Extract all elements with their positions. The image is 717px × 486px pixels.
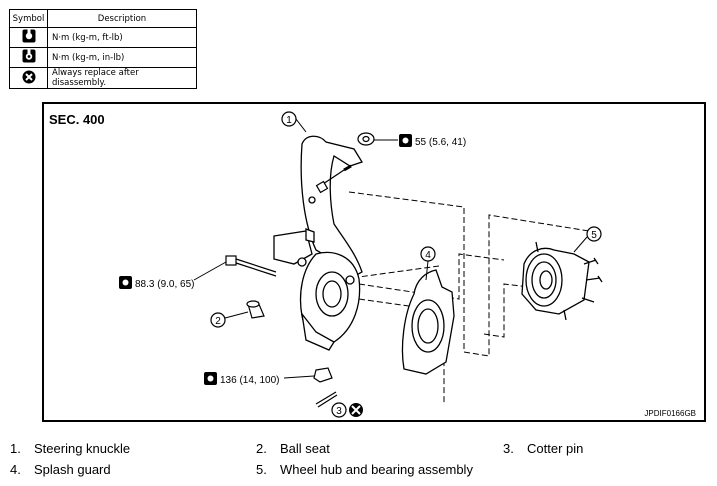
section-label: SEC. 400 <box>49 112 105 127</box>
symbol-legend-table: Symbol Description N·m (kg-m, ft-lb) N·m… <box>9 9 197 89</box>
wheel-hub-bearing <box>521 241 603 321</box>
torque-wrench-icon <box>22 29 35 43</box>
legend-row: N·m (kg-m, in-lb) <box>9 47 197 68</box>
legend-row-text: Always replace after disassembly. <box>47 67 197 89</box>
parts-list-item: 3.Cotter pin <box>503 441 584 456</box>
splash-guard <box>401 269 455 375</box>
svg-text:2: 2 <box>215 316 221 327</box>
parts-list-item: 1.Steering knuckle <box>10 441 131 456</box>
replace-x-icon <box>22 70 35 83</box>
svg-text:88.3 (9.0, 65): 88.3 (9.0, 65) <box>135 279 194 290</box>
upper-nut <box>357 132 375 146</box>
legend-header-description: Description <box>47 9 197 28</box>
callout-3: 3 <box>331 402 363 418</box>
svg-text:3: 3 <box>336 406 342 417</box>
torque-wrench-inlb-icon <box>22 49 35 63</box>
figure-code: JPDIF0166GB <box>644 409 696 418</box>
callout-4: 4 <box>420 246 436 281</box>
torque-label-knuckle-nut: 55 (5.6, 41) <box>374 134 466 148</box>
torque-label-ball-seat-bolt: 88.3 (9.0, 65) <box>119 261 227 290</box>
svg-text:5: 5 <box>591 230 597 241</box>
parts-list-item: 2.Ball seat <box>256 441 330 456</box>
legend-row-text: N·m (kg-m, ft-lb) <box>47 27 197 48</box>
exploded-diagram: SEC. 400 <box>42 102 706 422</box>
legend-row: N·m (kg-m, ft-lb) <box>9 27 197 48</box>
callout-5: 5 <box>573 226 602 253</box>
svg-text:136 (14, 100): 136 (14, 100) <box>220 375 280 386</box>
legend-header-symbol: Symbol <box>9 9 48 28</box>
steering-knuckle <box>273 135 363 351</box>
svg-text:55 (5.6, 41): 55 (5.6, 41) <box>415 137 466 148</box>
diagram-canvas: SEC. 400 <box>49 111 696 418</box>
callout-1: 1 <box>281 111 307 133</box>
torque-label-lower-nut: 136 (14, 100) <box>204 372 315 386</box>
ball-seat-bolt <box>225 255 277 277</box>
legend-row: Always replace after disassembly. <box>9 67 197 89</box>
legend-row-text: N·m (kg-m, in-lb) <box>47 47 197 68</box>
ball-seat <box>246 300 265 319</box>
svg-text:1: 1 <box>286 115 292 126</box>
svg-text:4: 4 <box>425 250 431 261</box>
lower-nut <box>313 367 333 383</box>
cotter-pin <box>315 391 338 408</box>
parts-list-item: 4.Splash guard <box>10 462 111 477</box>
parts-list-item: 5.Wheel hub and bearing assembly <box>256 462 473 477</box>
legend-header-row: Symbol Description <box>9 9 197 28</box>
upper-bolt <box>315 164 352 194</box>
callout-2: 2 <box>210 311 249 328</box>
